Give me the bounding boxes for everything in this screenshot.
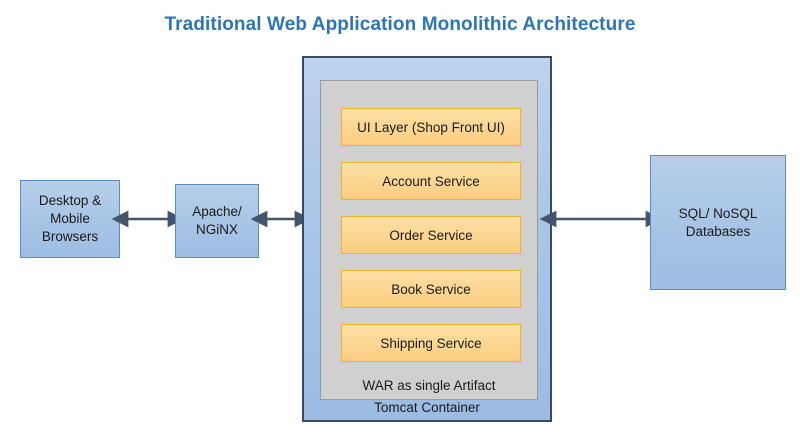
service-label: Book Service [391, 281, 471, 297]
war-artifact-label: WAR as single Artifact [362, 378, 496, 393]
service-label: UI Layer (Shop Front UI) [357, 119, 505, 135]
service-label: Account Service [382, 173, 480, 189]
node-sql-nosql-databases[interactable]: SQL/ NoSQL Databases [650, 155, 786, 290]
service-box[interactable]: UI Layer (Shop Front UI) [341, 108, 521, 146]
node-webserver-label: Apache/ NGiNX [192, 204, 242, 237]
tomcat-container-label: Tomcat Container [374, 400, 480, 415]
node-database-label: SQL/ NoSQL Databases [678, 205, 758, 239]
service-label: Shipping Service [380, 335, 482, 351]
node-browsers-label: Desktop & Mobile Browsers [38, 193, 102, 244]
node-desktop-mobile-browsers[interactable]: Desktop & Mobile Browsers [20, 180, 120, 258]
service-box[interactable]: Book Service [341, 270, 521, 308]
service-label: Order Service [389, 227, 473, 243]
node-apache-nginx[interactable]: Apache/ NGiNX [175, 184, 259, 258]
connector-webserver-to-tomcat [250, 210, 312, 228]
service-box[interactable]: Account Service [341, 162, 521, 200]
service-box[interactable]: Order Service [341, 216, 521, 254]
connector-browsers-to-webserver [111, 210, 185, 228]
connector-tomcat-to-database [539, 210, 663, 228]
page-title: Traditional Web Application Monolithic A… [164, 14, 636, 35]
tomcat-container[interactable]: UI Layer (Shop Front UI) Account Service… [302, 56, 552, 422]
war-artifact-box[interactable]: UI Layer (Shop Front UI) Account Service… [320, 80, 538, 400]
service-list: UI Layer (Shop Front UI) Account Service… [341, 108, 521, 378]
service-box[interactable]: Shipping Service [341, 324, 521, 362]
